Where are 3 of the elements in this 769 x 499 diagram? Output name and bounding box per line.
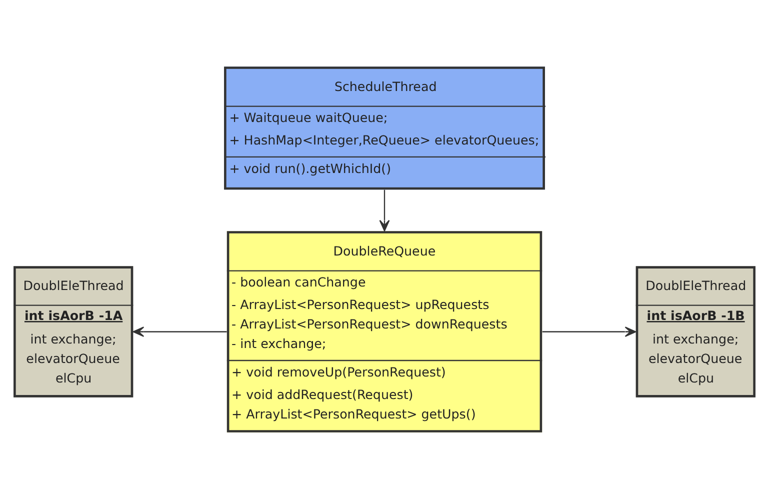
arrow [132, 326, 227, 337]
arrow [379, 190, 390, 232]
arrow [542, 326, 636, 337]
